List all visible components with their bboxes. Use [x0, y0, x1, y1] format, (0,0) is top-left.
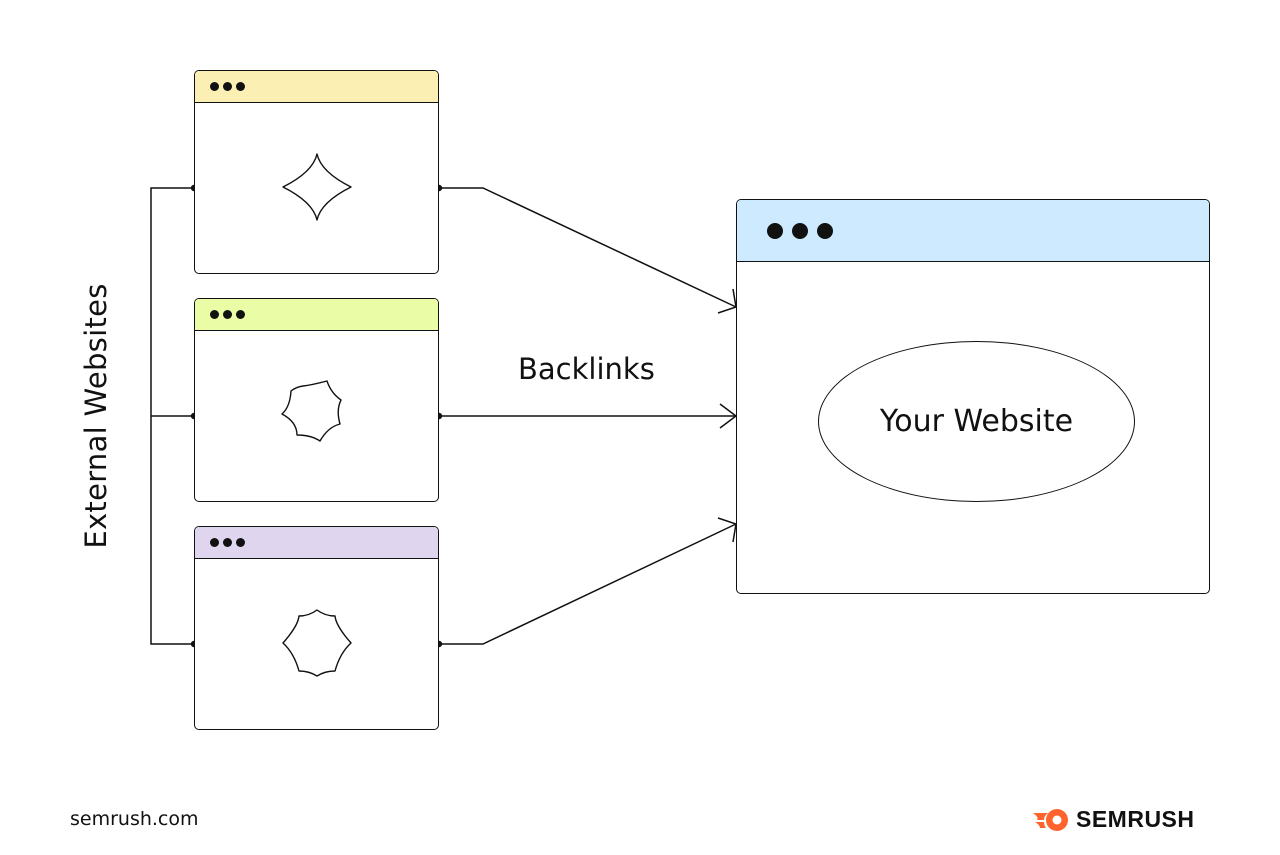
- window-dot: [817, 222, 833, 239]
- your-website-ellipse: Your Website: [818, 341, 1135, 502]
- semrush-logo-icon: [1033, 808, 1068, 831]
- window-dot: [767, 222, 783, 239]
- window-dot: [236, 538, 245, 547]
- four-point-star-icon: [282, 153, 352, 221]
- brand-logo: SEMRUSH: [1032, 806, 1195, 833]
- arrowhead-1: [717, 288, 737, 314]
- window-dot: [236, 82, 245, 91]
- external-websites-label: External Websites: [79, 283, 113, 549]
- backlink-arrow-3: [439, 523, 737, 645]
- external-website-window-1: [194, 70, 439, 274]
- window-title-bar: [195, 527, 438, 559]
- backlinks-label: Backlinks: [518, 352, 655, 386]
- window-dot: [223, 310, 232, 319]
- backlink-arrow-1: [439, 187, 737, 308]
- brand-name: SEMRUSH: [1076, 806, 1195, 832]
- window-dot: [210, 538, 219, 547]
- external-website-window-3: [194, 526, 439, 730]
- window-dot: [210, 82, 219, 91]
- window-title-bar: [195, 299, 438, 331]
- six-point-star-icon: [281, 380, 342, 442]
- window-title-bar: [195, 71, 438, 103]
- footer-url[interactable]: semrush.com: [70, 808, 199, 830]
- window-dot: [223, 538, 232, 547]
- window-dot: [223, 82, 232, 91]
- window-dot: [792, 222, 808, 239]
- window-dot: [236, 310, 245, 319]
- eight-point-flower-icon: [282, 609, 352, 677]
- window-dot: [210, 310, 219, 319]
- your-website-label: Your Website: [879, 404, 1074, 439]
- arrowhead-3: [717, 517, 737, 543]
- external-website-window-2: [194, 298, 439, 502]
- window-title-bar: [737, 200, 1209, 262]
